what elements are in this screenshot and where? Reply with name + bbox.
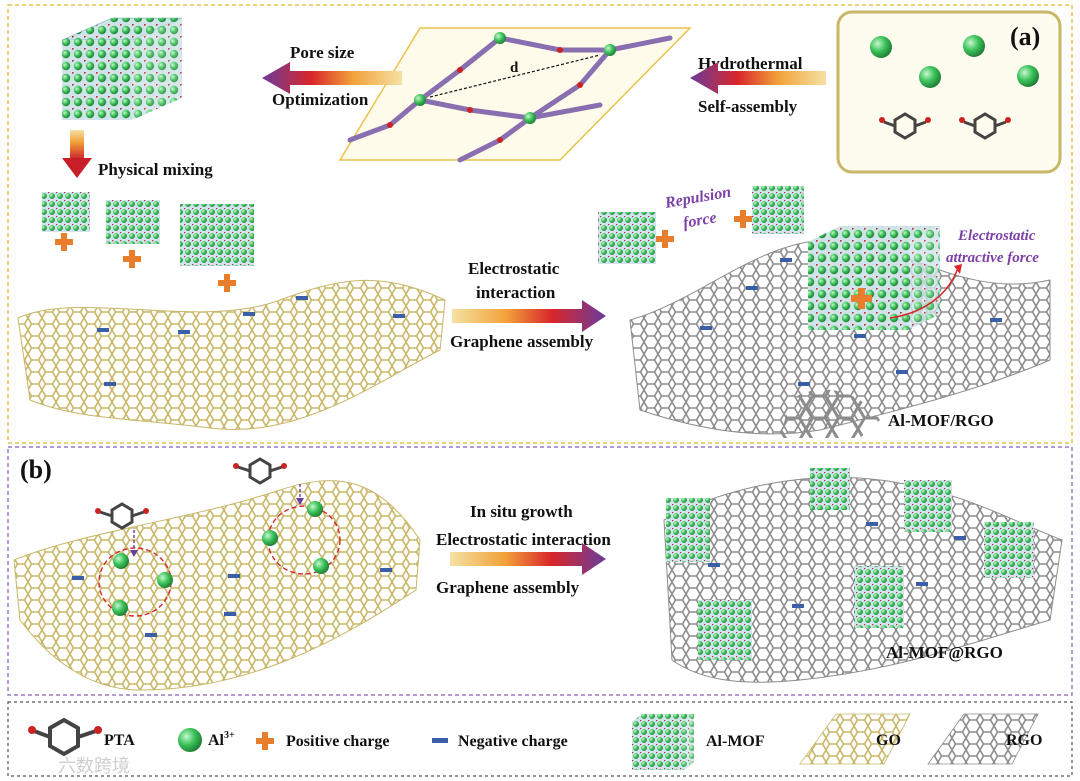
optimization-label: Optimization [272,90,369,109]
electrostatic-attractive-label-1: Electrostatic [957,228,1036,244]
self-assembly-label: Self-assembly [698,97,798,116]
panel-b-label: (b) [20,455,52,484]
product-b-label: Al-MOF@RGO [886,643,1003,662]
pta-molecules [883,112,1007,140]
legend-positive-icon [256,732,274,750]
mof-cube-on-rgo [808,226,940,330]
hydrothermal-label: Hydrothermal [698,54,803,73]
repulsion-label: Repulsion [663,184,733,213]
go-negative-charges-b [72,568,392,637]
electrostatic-interaction-label-b: Electrostatic interaction [436,530,611,549]
electrostatic-label: Electrostatic [468,259,560,278]
legend-al-icon [178,728,202,752]
legend-al-label: Al3+ [208,730,235,749]
go-negative-charges [97,296,405,386]
legend-go-label: GO [876,732,901,749]
graphene-assembly-arrow-b [450,543,606,575]
hydrothermal-arrow [690,62,826,94]
panel-a-frame [7,4,1073,444]
binding-site-2 [267,505,341,575]
force-label: force [682,209,718,232]
legend-mof-label: Al-MOF [706,733,765,750]
in-situ-growth-label: In situ growth [470,502,573,521]
rgo-negative-charges-b [708,522,966,608]
pore-size-arrow [262,62,402,94]
legend-mof-icon [632,714,694,770]
panel-a-label: (a) [1010,22,1040,51]
mof-crystals-on-rgo [666,468,1034,660]
al-ions [870,35,1039,88]
legend-negative-icon [432,738,448,743]
legend-go-icon [799,713,911,765]
graphene-assembly-label-b: Graphene assembly [436,578,580,597]
positive-charge-icons [55,233,236,292]
large-mof-cube [61,17,183,120]
pta-above-go [99,457,283,530]
legend-frame [7,701,1073,777]
legend-rgo-label: RGO [1006,732,1042,749]
electrostatic-attractive-label-2: attractive force [946,250,1039,266]
product-a-label: Al-MOF/RGO [888,411,994,430]
floating-mof-cubes [598,186,804,264]
legend-positive-label: Positive charge [286,733,390,750]
legend-rgo-icon [927,713,1039,765]
mof-framework-cell [338,27,692,161]
physical-mixing-label: Physical mixing [98,160,213,179]
interaction-label: interaction [476,283,556,302]
al-ions-on-go [112,501,329,616]
pore-distance-line [429,54,601,98]
graphene-assembly-label-a: Graphene assembly [450,332,594,351]
physical-mixing-arrow [70,130,84,160]
legend-pta-icon [33,717,97,757]
legend-pta-label: PTA [104,732,135,749]
graphene-assembly-arrow-a [452,300,606,332]
small-mof-cubes [42,192,254,266]
pore-distance-label: d [510,60,519,76]
watermark-text: 六数跨境 [58,756,130,777]
attractive-force-arrow [889,267,959,319]
rgo-sheet-a [629,239,1051,435]
legend-negative-label: Negative charge [458,733,568,750]
go-sheet-b [13,480,421,691]
panel-b-frame [7,446,1073,696]
pore-size-label: Pore size [290,43,355,62]
go-sheet [17,279,446,430]
